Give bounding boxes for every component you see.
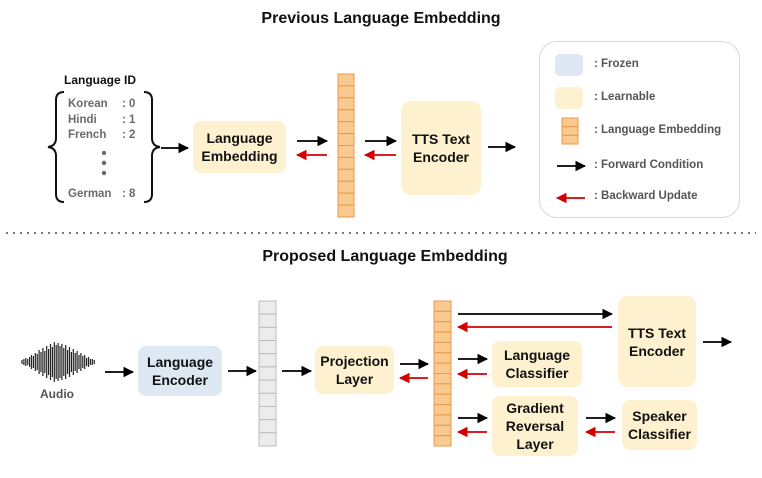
- audio-label: Audio: [40, 387, 74, 401]
- vector-cell: [337, 192, 355, 206]
- language-row-german: German: [68, 188, 112, 200]
- vector-cell: [433, 321, 452, 333]
- vector-cell: [561, 117, 579, 128]
- vector-cell: [258, 313, 277, 328]
- language-row-korean: Korean: [68, 98, 108, 110]
- language-classifier-box: Language Classifier: [492, 341, 582, 387]
- vector-cell: [258, 432, 277, 447]
- vector-cell: [433, 300, 452, 312]
- vector-cell: [258, 419, 277, 434]
- vector-cell: [433, 331, 452, 343]
- embedding-vector-previous: [337, 73, 355, 218]
- vector-cell: [337, 109, 355, 123]
- language-row-french-value: : 2: [122, 129, 136, 141]
- vector-cell: [258, 392, 277, 407]
- vector-cell: [433, 393, 452, 406]
- speaker-classifier-box: Speaker Classifier: [622, 400, 697, 450]
- vector-cell: [337, 133, 355, 146]
- vector-cell: [337, 180, 355, 194]
- frozen-feature-vector: [258, 300, 277, 447]
- right-brace: [143, 91, 161, 203]
- legend-embedding-label: : Language Embedding: [594, 124, 722, 136]
- vector-cell: [337, 85, 355, 99]
- legend-learnable-swatch: [555, 87, 583, 109]
- vector-cell: [337, 156, 355, 170]
- vector-cell: [337, 145, 355, 158]
- vector-cell: [337, 73, 355, 87]
- tts-text-encoder-box-previous: TTS Text Encoder: [401, 101, 481, 195]
- vector-cell: [433, 414, 452, 426]
- vector-cell: [337, 168, 355, 182]
- vector-cell: [433, 341, 452, 354]
- left-brace: [47, 91, 65, 203]
- language-row-hindi: Hindi: [68, 114, 97, 126]
- language-row-french: French: [68, 129, 107, 141]
- ellipsis-dot: [101, 150, 107, 156]
- vector-cell: [433, 404, 452, 416]
- legend-frozen-label: : Frozen: [594, 58, 639, 70]
- gradient-reversal-layer-box: Gradient Reversal Layer: [492, 396, 578, 456]
- vector-cell: [258, 340, 277, 355]
- tts-text-encoder-box-proposed: TTS Text Encoder: [618, 296, 696, 387]
- embedding-vector-proposed: [433, 300, 452, 447]
- vector-cell: [258, 300, 277, 315]
- vector-cell: [433, 310, 452, 323]
- vector-cell: [258, 326, 277, 342]
- projection-layer-box: Projection Layer: [315, 346, 394, 394]
- audio-waveform-icon: [21, 342, 95, 382]
- vector-cell: [433, 362, 452, 374]
- language-id-label: Language ID: [64, 73, 137, 87]
- vector-cell: [433, 435, 452, 447]
- vector-cell: [433, 352, 452, 364]
- language-encoder-box: Language Encoder: [138, 346, 222, 396]
- vector-cell: [561, 126, 579, 136]
- previous-title: Previous Language Embedding: [261, 10, 501, 27]
- legend-frozen-swatch: [555, 54, 583, 76]
- ellipsis-dot: [101, 170, 107, 176]
- vector-cell: [258, 379, 277, 394]
- language-row-korean-value: : 0: [122, 98, 136, 110]
- vector-cell: [561, 134, 579, 145]
- legend-embedding-swatch: [561, 117, 579, 145]
- vector-cell: [433, 373, 452, 385]
- vector-cell: [337, 204, 355, 218]
- vector-cell: [433, 383, 452, 395]
- language-row-german-value: : 8: [122, 188, 136, 200]
- vector-cell: [433, 424, 452, 437]
- vector-cell: [337, 121, 355, 135]
- ellipsis-dot: [101, 160, 107, 166]
- proposed-title: Proposed Language Embedding: [262, 248, 508, 265]
- language-embedding-box: Language Embedding: [193, 121, 286, 173]
- language-row-hindi-value: : 1: [122, 114, 136, 126]
- legend-backward-label: : Backward Update: [594, 190, 698, 202]
- vector-cell: [258, 353, 277, 368]
- vector-cell: [337, 97, 355, 111]
- legend-forward-label: : Forward Condition: [594, 159, 704, 171]
- vector-cell: [258, 405, 277, 421]
- legend-learnable-label: : Learnable: [594, 91, 656, 103]
- vector-cell: [258, 366, 277, 381]
